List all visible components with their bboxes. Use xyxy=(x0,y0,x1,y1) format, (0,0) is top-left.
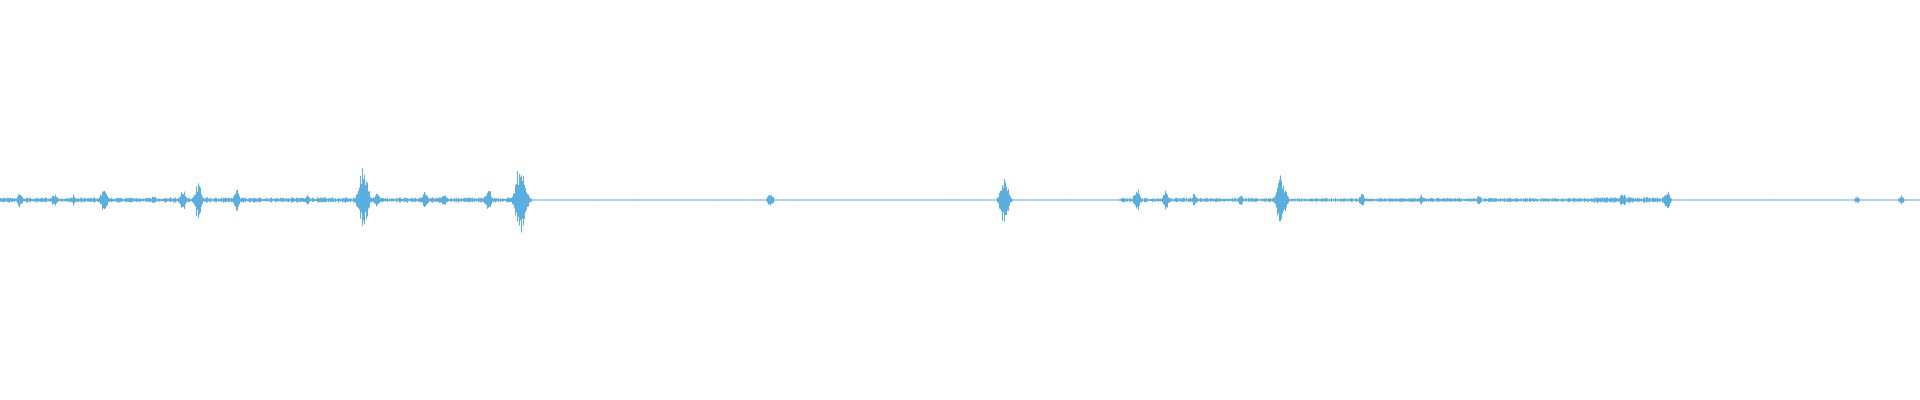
waveform-amplitude-path xyxy=(0,168,1920,233)
waveform-strokes xyxy=(0,168,1920,233)
